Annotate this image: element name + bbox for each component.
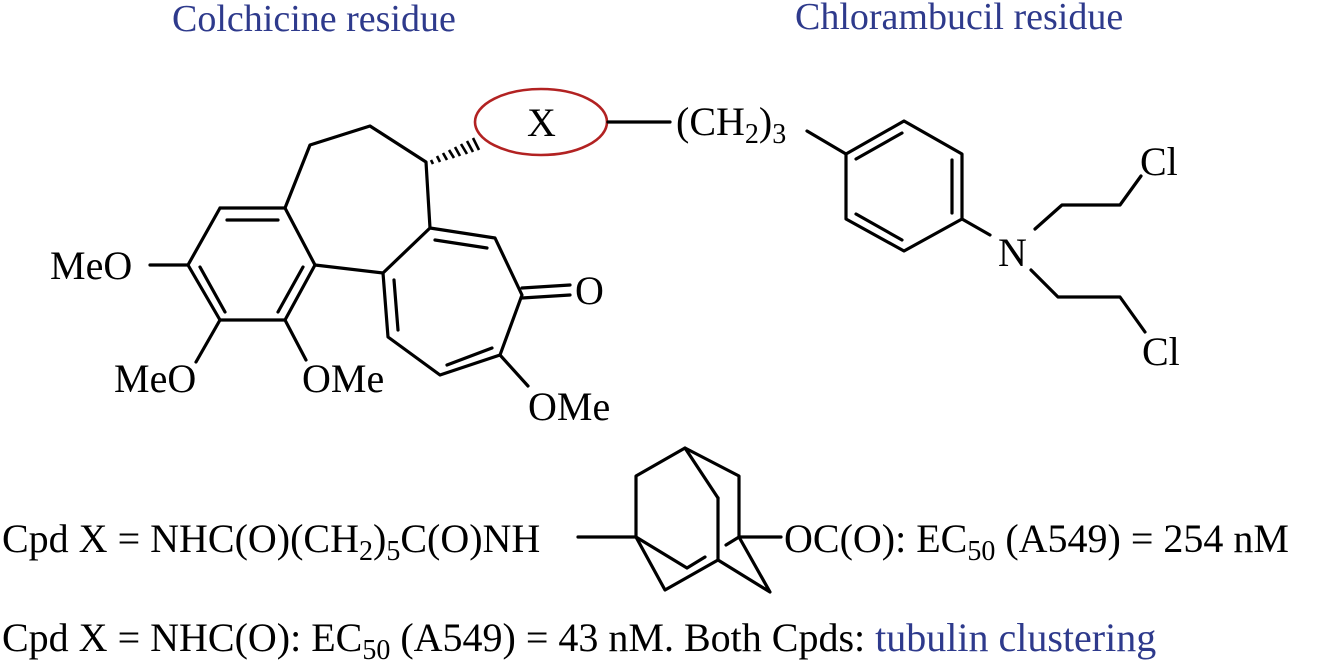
- colchicine-residue-title: Colchicine residue: [172, 0, 456, 40]
- colchicine-ring-b: [283, 124, 432, 275]
- chain-to-ring-bond: [805, 129, 848, 156]
- meo-label-a: MeO: [50, 243, 132, 288]
- colchicine-ring-a: [186, 206, 317, 322]
- adamantane-cage: [634, 446, 772, 594]
- chloroethyl-arm-bottom: [1029, 268, 1147, 334]
- cl-top-label: Cl: [1140, 139, 1178, 184]
- carbonyl-o-label: O: [575, 268, 604, 313]
- meo-label-b: MeO: [114, 356, 196, 401]
- nitrogen-label: N: [998, 230, 1027, 275]
- ome-bond-trop: [498, 353, 530, 388]
- ome-bond-c: [283, 318, 308, 362]
- compound-1-formula: Cpd X = NHC(O)(CH2)5C(O)NH: [2, 516, 540, 567]
- linker-x-label: X: [527, 100, 556, 145]
- tubulin-clustering-highlight: tubulin clustering: [875, 615, 1156, 660]
- ome-label-c: OMe: [302, 356, 384, 401]
- compound-2-activity: Cpd X = NHC(O): EC50 (A549) = 43 nM. Bot…: [2, 615, 1156, 662]
- compound-1-activity: OC(O): EC50 (A549) = 254 nM: [784, 516, 1289, 567]
- colchicine-ring-c-tropolone: [381, 226, 572, 377]
- ch2-chain-label: (CH2)3: [676, 99, 786, 150]
- ring-to-n-bond: [960, 217, 992, 237]
- chloroethyl-arm-top: [1033, 174, 1143, 231]
- meo-bond-b: [194, 318, 222, 364]
- chlorambucil-benzene-ring: [844, 119, 964, 253]
- cl-bottom-label: Cl: [1142, 329, 1180, 374]
- chlorambucil-residue-title: Chlorambucil residue: [795, 0, 1123, 38]
- hashed-wedge-bond: [429, 137, 481, 165]
- ome-label-trop: OMe: [528, 384, 610, 429]
